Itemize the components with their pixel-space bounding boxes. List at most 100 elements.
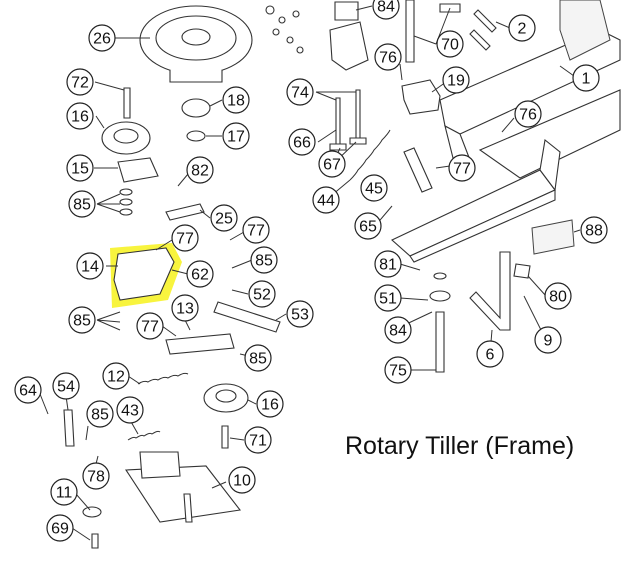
callout-label: 6: [486, 347, 495, 364]
callout-label: 54: [57, 379, 75, 396]
callout-label: 84: [389, 323, 407, 340]
callout-label: 82: [191, 163, 209, 180]
callout-label: 85: [91, 407, 109, 424]
callout-c78: 78: [82, 462, 110, 490]
callout-label: 80: [549, 289, 567, 306]
base-plate-10: [125, 451, 242, 523]
callout-circle: [171, 294, 199, 322]
callout-c71: 71: [244, 426, 272, 454]
callout-c51: 51: [374, 284, 402, 312]
callout-circle: [360, 174, 388, 202]
callout-c70: 70: [436, 30, 464, 58]
callout-c52: 52: [248, 280, 276, 308]
callout-circle: [66, 68, 94, 96]
callout-label: 77: [141, 319, 159, 336]
plate-88: [531, 219, 575, 255]
callout-c11: 11: [50, 478, 78, 506]
callout-c54: 54: [52, 372, 80, 400]
callout-c62: 62: [186, 260, 214, 288]
callout-c85e: 85: [86, 400, 114, 428]
bar-45: [403, 147, 433, 193]
hardware-right: [429, 251, 531, 373]
callout-circle: [46, 514, 74, 542]
callout-circle: [68, 306, 96, 334]
callout-label: 26: [93, 31, 111, 48]
callout-c53: 53: [286, 300, 314, 328]
callout-c26: 26: [88, 24, 116, 52]
callout-c77b: 77: [242, 216, 270, 244]
callout-circle: [374, 250, 402, 278]
pulley-16b: [203, 383, 249, 449]
callout-c1: 1: [572, 64, 600, 92]
large-pulley-part: [139, 5, 253, 83]
callout-label: 76: [519, 107, 537, 124]
callout-circle: [171, 224, 199, 252]
callout-label: 19: [447, 73, 465, 90]
callout-c10: 10: [228, 466, 256, 494]
callout-circle: [102, 362, 130, 390]
callout-circle: [354, 212, 382, 240]
callout-label: 51: [379, 291, 397, 308]
callout-circle: [514, 100, 542, 128]
callout-circle: [476, 340, 504, 368]
callout-c77c: 77: [171, 224, 199, 252]
callout-label: 52: [253, 287, 271, 304]
callout-label: 88: [585, 223, 603, 240]
callout-circle: [242, 216, 270, 244]
callout-label: 64: [19, 383, 37, 400]
bracket-19: [401, 79, 441, 115]
callout-label: 2: [518, 21, 527, 38]
callout-c44: 44: [312, 186, 340, 214]
callout-circle: [82, 462, 110, 490]
callout-label: 77: [453, 161, 471, 178]
callout-circle: [76, 252, 104, 280]
callout-label: 14: [81, 259, 99, 276]
callout-c74: 74: [286, 78, 314, 106]
callout-c66: 66: [288, 128, 316, 156]
callout-c85c: 85: [68, 306, 96, 334]
callout-label: 85: [255, 253, 273, 270]
callout-c25: 25: [210, 204, 238, 232]
callout-c80: 80: [544, 282, 572, 310]
callout-circle: [508, 14, 536, 42]
callout-circle: [544, 282, 572, 310]
callout-circle: [318, 150, 346, 178]
callout-label: 11: [56, 485, 73, 502]
callout-c65: 65: [354, 212, 382, 240]
callout-label: 10: [233, 473, 251, 490]
callout-label: 85: [249, 351, 267, 368]
callout-circle: [52, 372, 80, 400]
callout-c76b: 76: [514, 100, 542, 128]
callout-circle: [436, 30, 464, 58]
callout-circle: [210, 204, 238, 232]
callout-circle: [580, 216, 608, 244]
callout-c82: 82: [186, 156, 214, 184]
spring-43: [127, 430, 161, 441]
callout-circle: [312, 186, 340, 214]
callout-circle: [372, 0, 400, 20]
callout-c85b: 85: [250, 246, 278, 274]
long-bolts-74: [329, 89, 367, 151]
callout-circle: [534, 326, 562, 354]
callout-c19: 19: [442, 66, 470, 94]
callout-c84a: 84: [372, 0, 400, 20]
callout-c77a: 77: [448, 154, 476, 182]
callout-circle: [136, 312, 164, 340]
pulleys-16-18: [101, 87, 211, 155]
callout-label: 85: [73, 197, 91, 214]
callout-circle: [384, 316, 412, 344]
callout-circle: [88, 24, 116, 52]
callout-c43: 43: [116, 396, 144, 424]
callout-c6: 6: [476, 340, 504, 368]
callout-label: 81: [379, 257, 397, 274]
callout-circle: [256, 390, 284, 418]
callout-circle: [86, 400, 114, 428]
bracket-54: [63, 409, 75, 447]
plate-25: [165, 203, 205, 221]
callout-circle: [248, 280, 276, 308]
callout-c12: 12: [102, 362, 130, 390]
callout-circle: [374, 284, 402, 312]
callout-c16a: 16: [66, 102, 94, 130]
callout-label: 76: [379, 50, 397, 67]
callout-c14: 14: [76, 252, 104, 280]
